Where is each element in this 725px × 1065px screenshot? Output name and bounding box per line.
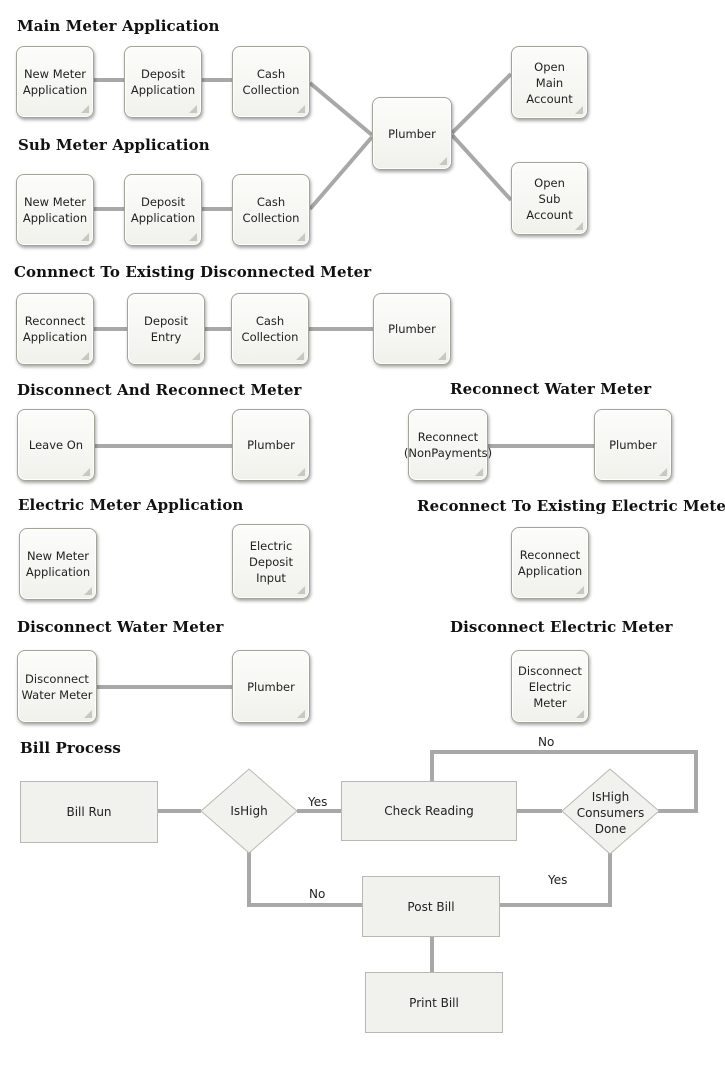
sub-cash-node[interactable]: Cash Collection <box>232 174 310 246</box>
heading-reconnect-electric: Reconnect To Existing Electric Meter <box>417 497 725 515</box>
rw-plumber-node[interactable]: Plumber <box>594 409 672 481</box>
post-bill-box[interactable]: Post Bill <box>362 876 500 937</box>
electric-deposit-node[interactable]: Electric Deposit Input <box>232 524 310 599</box>
dr-plumber-node[interactable]: Plumber <box>232 409 310 481</box>
connector-main-cash-plumber <box>308 81 374 137</box>
conn-deposit-node[interactable]: Deposit Entry <box>127 293 205 365</box>
disconnect-water-node[interactable]: Disconnect Water Meter <box>17 650 97 723</box>
disconnect-electric-node[interactable]: Disconnect Electric Meter <box>511 650 589 723</box>
open-main-account-node[interactable]: Open Main Account <box>511 46 588 119</box>
connector-done-no-loop <box>430 750 698 813</box>
print-bill-box[interactable]: Print Bill <box>365 972 503 1033</box>
shared-plumber-node[interactable]: Plumber <box>372 97 452 170</box>
open-sub-account-node[interactable]: Open Sub Account <box>511 162 588 235</box>
edge-label-yes-ishigh: Yes <box>308 795 328 809</box>
reconnect-nonpayments-node[interactable]: Reconnect (NonPayments) <box>404 409 492 481</box>
main-deposit-node[interactable]: Deposit Application <box>124 46 202 118</box>
connector-plumber-open-main <box>450 72 513 135</box>
dw-plumber-node[interactable]: Plumber <box>232 650 310 723</box>
ishigh-consumers-done-label[interactable]: IsHigh Consumers Done <box>576 790 645 836</box>
heading-disconnect-electric: Disconnect Electric Meter <box>450 618 673 636</box>
check-reading-box[interactable]: Check Reading <box>341 781 517 841</box>
ishigh-label[interactable]: IsHigh <box>230 804 268 818</box>
edge-label-no-post: No <box>309 887 326 901</box>
electric-new-meter-node[interactable]: New Meter Application <box>19 528 97 600</box>
heading-reconnect-water: Reconnect Water Meter <box>450 380 652 398</box>
main-cash-node[interactable]: Cash Collection <box>232 46 310 118</box>
connector-sub-cash-plumber <box>308 135 374 211</box>
conn-reconnect-node[interactable]: Reconnect Application <box>16 293 94 365</box>
heading-sub-meter: Sub Meter Application <box>18 136 210 154</box>
sub-new-meter-node[interactable]: New Meter Application <box>16 174 94 246</box>
edge-label-yes-post: Yes <box>548 873 568 887</box>
heading-main-meter: Main Meter Application <box>17 17 220 35</box>
reconnect-electric-node[interactable]: Reconnect Application <box>511 527 589 599</box>
leave-on-node[interactable]: Leave On <box>17 409 95 481</box>
conn-plumber-node[interactable]: Plumber <box>373 293 451 365</box>
main-new-meter-node[interactable]: New Meter Application <box>16 46 94 118</box>
edge-label-no-loop: No <box>538 735 555 749</box>
connector-done-yes-post <box>500 853 612 907</box>
heading-disconnect-reconnect: Disconnect And Reconnect Meter <box>17 381 302 399</box>
sub-deposit-node[interactable]: Deposit Application <box>124 174 202 246</box>
heading-connect-existing: Connnect To Existing Disconnected Meter <box>14 263 372 281</box>
ishigh-decision <box>200 768 298 854</box>
heading-disconnect-water: Disconnect Water Meter <box>17 618 224 636</box>
heading-electric-app: Electric Meter Application <box>18 496 244 514</box>
heading-bill-process: Bill Process <box>20 739 121 757</box>
conn-cash-node[interactable]: Cash Collection <box>231 293 309 365</box>
ishigh-consumers-done-decision <box>561 768 660 855</box>
connector-ishigh-no-post <box>247 851 362 907</box>
connector-plumber-open-sub <box>450 133 513 202</box>
bill-run-box[interactable]: Bill Run <box>20 781 158 843</box>
